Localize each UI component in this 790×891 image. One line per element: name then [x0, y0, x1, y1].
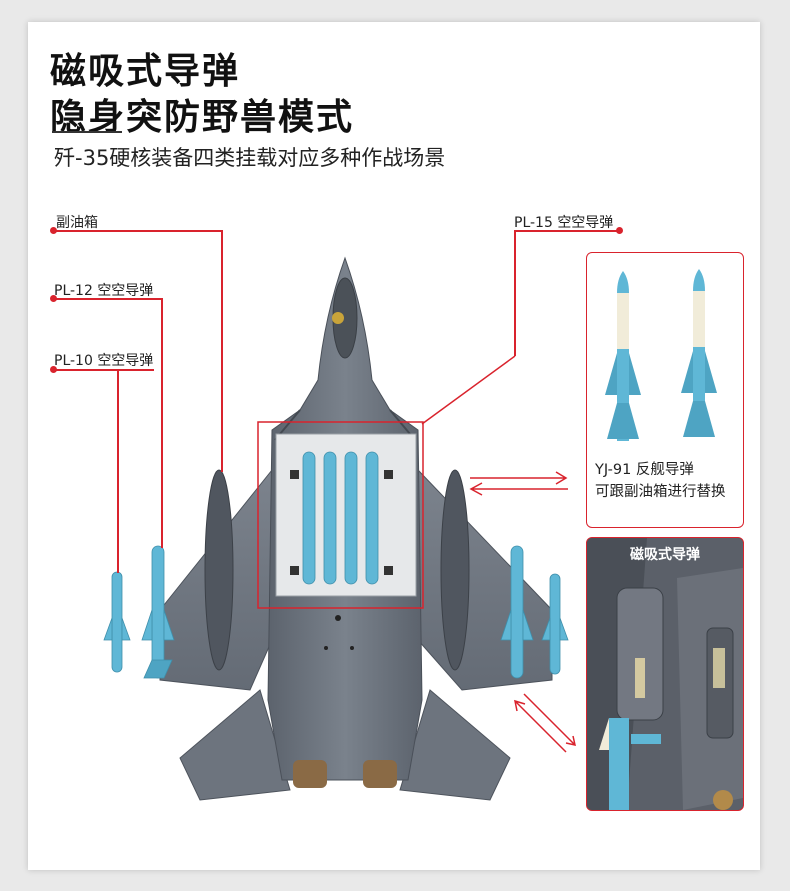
callout-line [117, 369, 119, 573]
left-drop-tank [204, 469, 234, 671]
title-divider [52, 131, 122, 133]
bay-missiles [302, 451, 379, 585]
callout-pl10-label: PL-10 空空导弹 [54, 353, 154, 369]
callout-pl15-label: PL-15 空空导弹 [514, 215, 614, 231]
headline-line-1: 磁吸式导弹 [50, 51, 241, 92]
yj91-caption-line-2: 可跟副油箱进行替换 [595, 484, 726, 500]
callout-line [161, 298, 163, 548]
left-nozzle [293, 760, 327, 788]
magnet-inset-title: 磁吸式导弹 [630, 547, 700, 563]
yj91-missile-2 [681, 269, 717, 437]
pl12-left-missile [141, 545, 175, 679]
yj91-missile-1 [605, 271, 641, 441]
pl10-left-missile [103, 571, 131, 673]
yj91-missiles-image [605, 269, 717, 441]
magnet-arrows [514, 693, 576, 753]
right-wing [417, 468, 553, 691]
right-nozzle [363, 760, 397, 788]
pl12-right-missile [500, 545, 534, 679]
callout-line [54, 298, 162, 300]
callout-line [221, 230, 223, 472]
callout-line [514, 230, 620, 232]
callout-pl12-label: PL-12 空空导弹 [54, 283, 154, 299]
yj91-caption: YJ-91 反舰导弹 可跟副油箱进行替换 [595, 459, 726, 503]
callout-dot [50, 227, 57, 234]
callout-dot [50, 366, 57, 373]
yj91-inset: YJ-91 反舰导弹 可跟副油箱进行替换 [586, 252, 744, 528]
callout-line [54, 369, 154, 371]
right-drop-tank [440, 469, 470, 671]
yj91-caption-line-1: YJ-91 反舰导弹 [595, 462, 694, 478]
bay-highlight-box [257, 421, 424, 609]
subtitle: 歼-35硬核装备四类挂载对应多种作战场景 [54, 146, 446, 170]
callout-line [54, 230, 222, 232]
magnet-inset: 磁吸式导弹 [586, 537, 744, 811]
pl10-right-missile [541, 573, 569, 675]
magnet-closeup-image [587, 538, 743, 810]
swap-arrows [469, 471, 568, 496]
callout-line [514, 230, 516, 356]
callout-dot [50, 295, 57, 302]
callout-drop-tank-label: 副油箱 [56, 215, 98, 231]
